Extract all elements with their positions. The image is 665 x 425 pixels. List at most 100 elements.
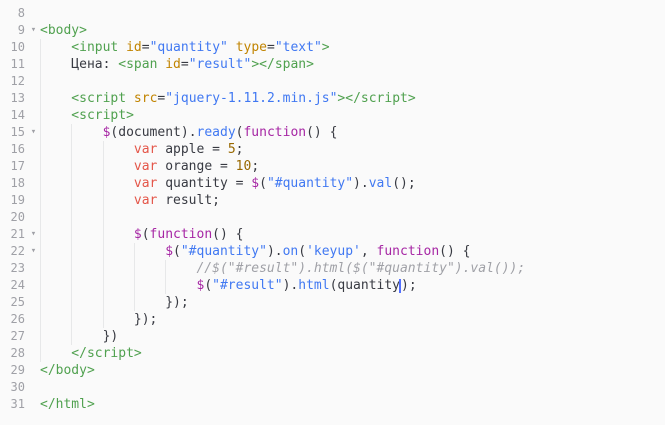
line-number[interactable]: 24 bbox=[10, 278, 25, 292]
line-number[interactable]: 30 bbox=[10, 380, 25, 394]
indent-guide bbox=[102, 311, 134, 328]
code-token: </html> bbox=[40, 397, 95, 412]
line-number[interactable]: 26 bbox=[10, 312, 25, 326]
code-token: <script> bbox=[71, 108, 134, 123]
line-number[interactable]: 16 bbox=[10, 142, 25, 156]
code-line[interactable]: 15 ▾$(document).ready(function() { bbox=[0, 124, 665, 141]
fold-arrow-icon[interactable]: ▾ bbox=[30, 246, 37, 256]
gutter: 13 bbox=[0, 90, 40, 107]
line-number[interactable]: 19 bbox=[10, 193, 25, 207]
code-text[interactable]: var apple = 5; bbox=[40, 141, 665, 158]
code-line[interactable]: 18 var quantity = $("#quantity").val(); bbox=[0, 175, 665, 192]
code-line[interactable]: 31 </html> bbox=[0, 396, 665, 413]
gutter: 26 bbox=[0, 311, 40, 328]
code-token: $ bbox=[102, 125, 111, 140]
indent-guide bbox=[40, 56, 71, 73]
code-token: var bbox=[133, 142, 158, 157]
code-line[interactable]: 13 <script src="jquery-1.11.2.min.js"></s… bbox=[0, 90, 665, 107]
code-text[interactable]: </body> bbox=[40, 362, 665, 379]
code-token: ( bbox=[259, 176, 267, 191]
code-text[interactable]: var quantity = $("#quantity").val(); bbox=[40, 175, 665, 192]
indent-guide bbox=[71, 158, 102, 175]
line-number[interactable]: 8 bbox=[17, 6, 25, 20]
code-text[interactable]: //$("#result").html($("#quantity").val()… bbox=[40, 260, 665, 277]
code-text[interactable]: $("#quantity").on('keyup', function() { bbox=[40, 243, 665, 260]
code-text[interactable]: <script src="jquery-1.11.2.min.js"></scr… bbox=[40, 90, 665, 107]
line-number[interactable]: 11 bbox=[10, 57, 25, 71]
code-line[interactable]: 22 ▾$("#quantity").on('keyup', function()… bbox=[0, 243, 665, 260]
line-number[interactable]: 23 bbox=[10, 261, 25, 275]
line-number[interactable]: 17 bbox=[10, 159, 25, 173]
code-line[interactable]: 27}) bbox=[0, 328, 665, 345]
fold-arrow-icon[interactable]: ▾ bbox=[30, 127, 37, 137]
code-text[interactable]: $(function() { bbox=[40, 226, 665, 243]
code-line[interactable]: 28 </script> bbox=[0, 345, 665, 362]
line-number[interactable]: 28 bbox=[10, 346, 25, 360]
code-text[interactable]: <script> bbox=[40, 107, 665, 124]
line-number[interactable]: 29 bbox=[10, 363, 25, 377]
code-token: (); bbox=[392, 176, 416, 191]
code-text[interactable]: </script> bbox=[40, 345, 665, 362]
code-line[interactable]: 11 Цена: <span id="result"></span> bbox=[0, 56, 665, 73]
line-number[interactable]: 10 bbox=[10, 40, 25, 54]
code-token bbox=[126, 91, 134, 106]
code-text[interactable]: <body> bbox=[40, 22, 665, 39]
code-token: 'keyup' bbox=[306, 244, 361, 259]
gutter: 21 ▾ bbox=[0, 226, 40, 243]
code-text[interactable] bbox=[40, 379, 665, 396]
line-number[interactable]: 15 bbox=[10, 125, 25, 139]
code-line[interactable]: 24 $("#result").html(quantity); bbox=[0, 277, 665, 294]
code-token: </script> bbox=[71, 346, 142, 361]
line-number[interactable]: 12 bbox=[10, 74, 25, 88]
line-number[interactable]: 20 bbox=[10, 210, 25, 224]
code-line[interactable]: 17 var orange = 10; bbox=[0, 158, 665, 175]
line-number[interactable]: 9 bbox=[17, 23, 25, 37]
code-text[interactable]: $(document).ready(function() { bbox=[40, 124, 665, 141]
code-line[interactable]: 9 ▾<body> bbox=[0, 22, 665, 39]
code-text[interactable]: }); bbox=[40, 294, 665, 311]
code-line[interactable]: 30 bbox=[0, 379, 665, 396]
code-line[interactable]: 21 ▾$(function() { bbox=[0, 226, 665, 243]
code-line[interactable]: 25}); bbox=[0, 294, 665, 311]
line-number[interactable]: 25 bbox=[10, 295, 25, 309]
code-line[interactable]: 23 //$("#result").html($("#quantity").val… bbox=[0, 260, 665, 277]
indent-guide bbox=[40, 90, 71, 107]
code-text[interactable] bbox=[40, 73, 665, 90]
code-line[interactable]: 29 </body> bbox=[0, 362, 665, 379]
line-number[interactable]: 22 bbox=[10, 244, 25, 258]
code-line[interactable]: 10 <input id="quantity" type="text"> bbox=[0, 39, 665, 56]
line-number[interactable]: 31 bbox=[10, 397, 25, 411]
indent-guide bbox=[71, 328, 102, 345]
code-text[interactable]: var result; bbox=[40, 192, 665, 209]
code-line[interactable]: 16 var apple = 5; bbox=[0, 141, 665, 158]
code-line[interactable]: 14 <script> bbox=[0, 107, 665, 124]
line-number[interactable]: 14 bbox=[10, 108, 25, 122]
code-line[interactable]: 26}); bbox=[0, 311, 665, 328]
code-line[interactable]: 19 var result; bbox=[0, 192, 665, 209]
indent-guide bbox=[40, 158, 71, 175]
indent-guide bbox=[133, 277, 165, 294]
line-number[interactable]: 13 bbox=[10, 91, 25, 105]
line-number[interactable]: 27 bbox=[10, 329, 25, 343]
indent-guide bbox=[71, 277, 102, 294]
code-line[interactable]: 12 bbox=[0, 73, 665, 90]
code-text[interactable]: </html> bbox=[40, 396, 665, 413]
code-token: //$("#result").html($("#quantity").val()… bbox=[196, 261, 526, 276]
code-text[interactable] bbox=[40, 209, 665, 226]
code-token: () { bbox=[306, 125, 338, 140]
code-text[interactable]: Цена: <span id="result"></span> bbox=[40, 56, 665, 73]
fold-arrow-icon[interactable]: ▾ bbox=[30, 229, 37, 239]
code-text[interactable]: }) bbox=[40, 328, 665, 345]
code-text[interactable]: <input id="quantity" type="text"> bbox=[40, 39, 665, 56]
fold-arrow-icon[interactable]: ▾ bbox=[30, 25, 37, 35]
code-text[interactable]: }); bbox=[40, 311, 665, 328]
code-text[interactable]: var orange = 10; bbox=[40, 158, 665, 175]
code-line[interactable]: 8 bbox=[0, 5, 665, 22]
line-number[interactable]: 18 bbox=[10, 176, 25, 190]
code-line[interactable]: 20 bbox=[0, 209, 665, 226]
code-text[interactable]: $("#result").html(quantity); bbox=[40, 277, 665, 294]
line-number[interactable]: 21 bbox=[10, 227, 25, 241]
code-token: , bbox=[360, 244, 377, 259]
code-text[interactable] bbox=[40, 5, 665, 22]
